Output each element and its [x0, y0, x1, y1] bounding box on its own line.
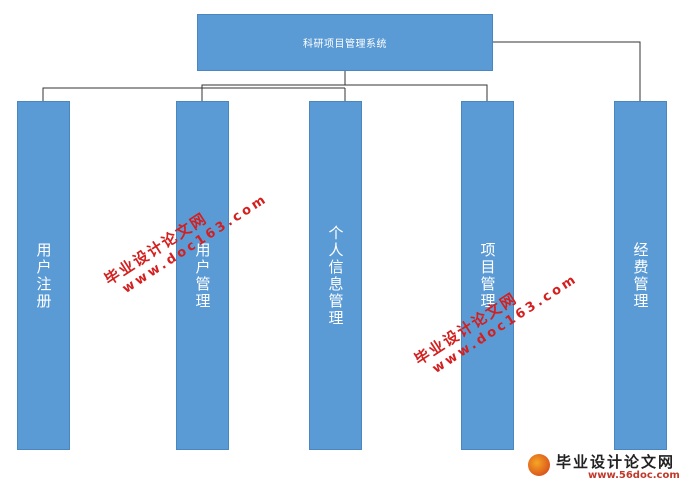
logo-icon	[528, 454, 550, 476]
node-label: 经费管理	[631, 241, 650, 310]
node-label: 用户管理	[193, 241, 212, 310]
node-personal-info: 个人信息管理	[309, 101, 362, 450]
node-label: 用户注册	[34, 241, 53, 310]
node-user-register: 用户注册	[17, 101, 70, 450]
root-node: 科研项目管理系统	[197, 14, 493, 71]
root-label: 科研项目管理系统	[303, 39, 387, 50]
node-label: 项目管理	[478, 241, 497, 310]
node-project-manage: 项目管理	[461, 101, 514, 450]
node-user-manage: 用户管理	[176, 101, 229, 450]
footer-url: www.56doc.com	[588, 470, 680, 481]
footer-logo: 毕业设计论文网 www.56doc.com	[528, 448, 693, 484]
footer-brand: 毕业设计论文网	[556, 453, 676, 471]
node-label: 个人信息管理	[326, 224, 345, 327]
node-funding-manage: 经费管理	[614, 101, 667, 450]
